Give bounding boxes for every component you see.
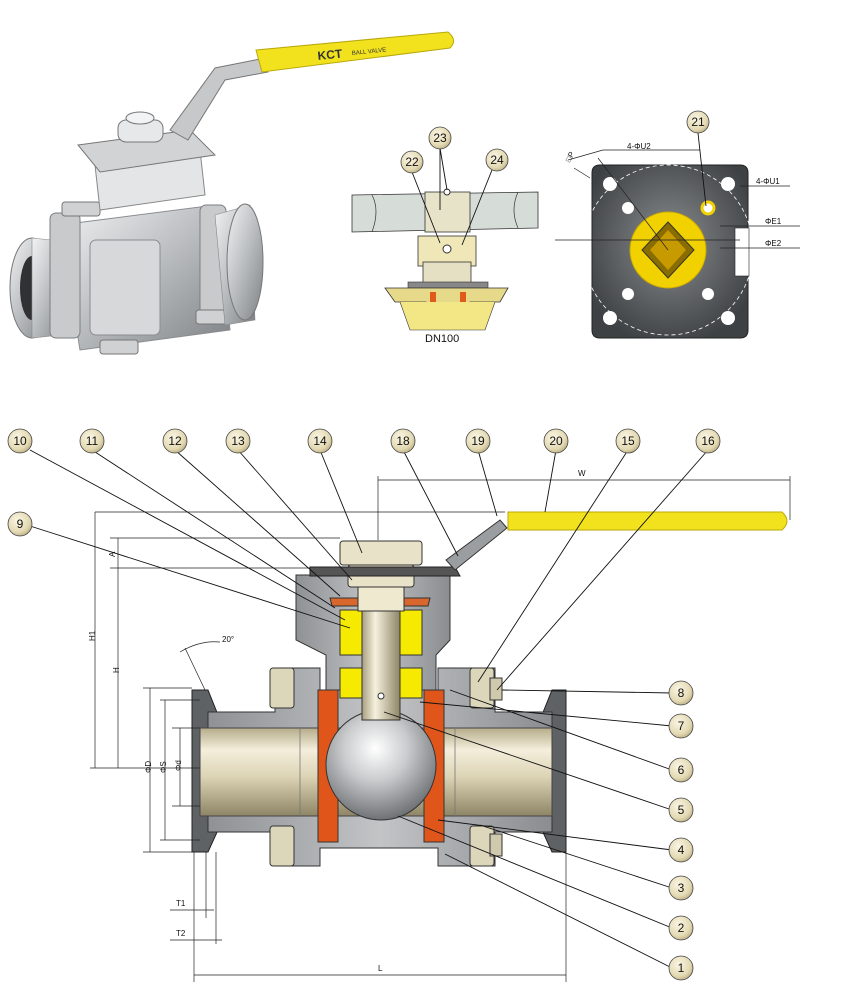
balloon-3: 3 [668, 875, 694, 901]
balloon-7: 7 [668, 713, 694, 739]
balloon-12: 12 [162, 428, 188, 454]
valve-photo: KCT BALL VALVE [9, 31, 454, 355]
svg-text:1: 1 [678, 961, 685, 975]
svg-text:18: 18 [396, 434, 410, 448]
svg-text:16: 16 [701, 434, 715, 448]
stem-detail-dn100: DN100 22 23 24 [351, 126, 539, 345]
dn100-label: DN100 [425, 333, 459, 345]
dim-angle: 20° [222, 635, 234, 644]
dim-w: W [578, 469, 586, 478]
label-p: □P [564, 150, 577, 163]
svg-text:8: 8 [678, 686, 685, 700]
svg-text:24: 24 [490, 153, 504, 167]
label-e2: ΦE2 [765, 239, 782, 248]
balloon-24: 24 [461, 148, 509, 246]
svg-text:21: 21 [691, 115, 705, 129]
dimension-lines: W A H1 H 20° ΦD ΦS Φd T [88, 469, 791, 982]
balloon-4: 4 [668, 837, 694, 863]
balloon-11: 11 [79, 428, 105, 454]
dim-h1: H1 [88, 630, 97, 641]
dim-l: L [378, 964, 383, 973]
dim-d-outer: ΦD [144, 761, 153, 773]
svg-text:5: 5 [678, 803, 685, 817]
balloon-16: 16 [695, 428, 721, 454]
balloon-13: 13 [225, 428, 251, 454]
balloon-20: 20 [543, 428, 569, 454]
balloon-22: 22 [400, 150, 441, 244]
balloon-10: 10 [7, 428, 33, 454]
valve-section-view [191, 511, 788, 867]
balloon-23: 23 [428, 126, 452, 210]
svg-text:6: 6 [678, 763, 685, 777]
section-balloons: 10 11 12 13 14 18 19 20 15 16 9 8 7 6 5 … [7, 428, 721, 981]
dim-t2: T2 [176, 929, 186, 938]
balloon-19: 19 [465, 428, 491, 454]
balloon-21: 21 [686, 110, 710, 207]
handle-brand-text: KCT [317, 46, 344, 63]
balloon-14: 14 [307, 428, 333, 454]
svg-text:23: 23 [433, 131, 447, 145]
balloon-6: 6 [668, 757, 694, 783]
label-e1: ΦE1 [765, 217, 782, 226]
balloon-15: 15 [615, 428, 641, 454]
balloon-8: 8 [668, 680, 694, 706]
svg-text:7: 7 [678, 719, 685, 733]
svg-text:14: 14 [313, 434, 327, 448]
svg-text:13: 13 [231, 434, 245, 448]
svg-text:2: 2 [678, 921, 685, 935]
svg-text:3: 3 [678, 881, 685, 895]
balloon-18: 18 [390, 428, 416, 454]
svg-text:20: 20 [549, 434, 563, 448]
iso-mounting-pad: 4-ΦU2 4-ΦU1 ΦE1 ΦE2 □P 21 [555, 110, 800, 339]
balloon-2: 2 [668, 915, 694, 941]
svg-text:19: 19 [471, 434, 485, 448]
balloon-1: 1 [668, 955, 694, 981]
svg-text:22: 22 [405, 155, 419, 169]
svg-text:9: 9 [17, 517, 24, 531]
dim-s: ΦS [159, 761, 168, 773]
handle-label-text: BALL VALVE [352, 47, 387, 57]
dim-a: A [108, 551, 117, 557]
dim-t1: T1 [176, 899, 186, 908]
svg-text:15: 15 [621, 434, 635, 448]
svg-text:4: 4 [678, 843, 685, 857]
svg-text:12: 12 [168, 434, 182, 448]
label-4-u1: 4-ΦU1 [756, 177, 780, 186]
label-4-u2: 4-ΦU2 [627, 142, 651, 151]
dim-d-inner: Φd [174, 760, 183, 771]
dim-h: H [112, 667, 121, 673]
svg-text:10: 10 [13, 434, 27, 448]
balloon-9: 9 [7, 511, 33, 537]
svg-text:11: 11 [86, 434, 99, 448]
balloon-5: 5 [668, 797, 694, 823]
